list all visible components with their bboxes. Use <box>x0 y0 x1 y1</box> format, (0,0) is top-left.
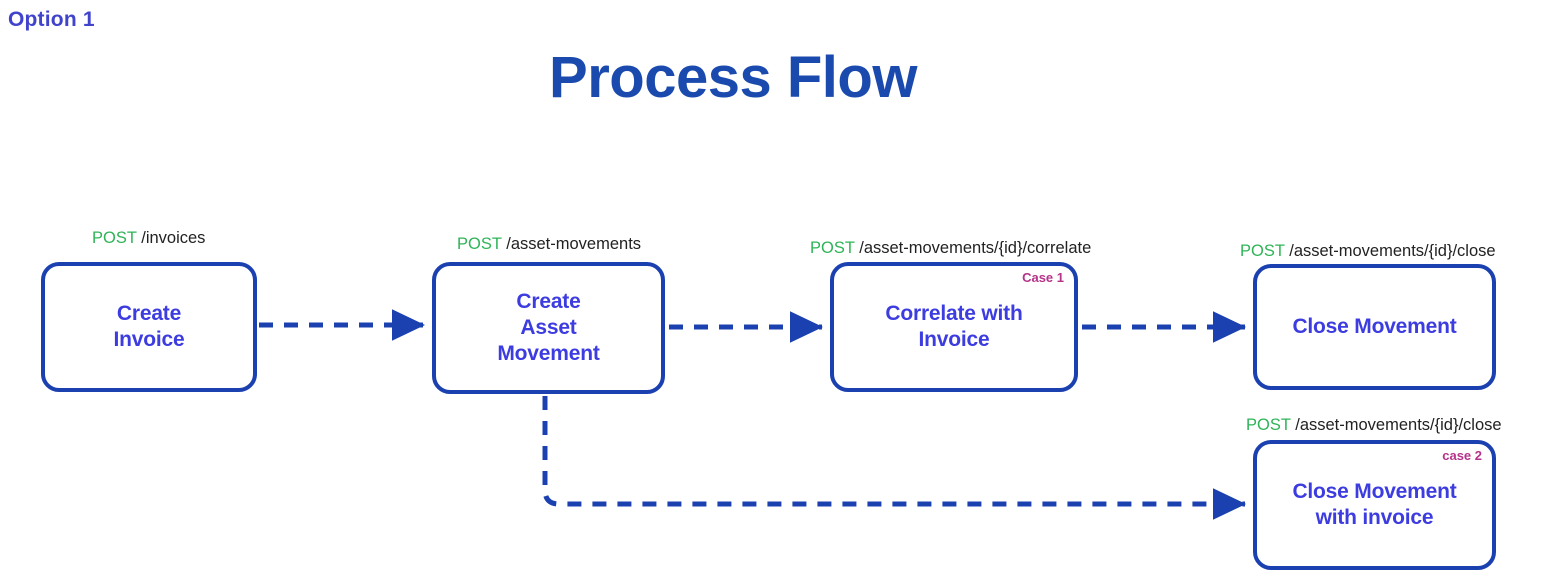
node-label: Close Movement with invoice <box>1284 479 1464 531</box>
node-label: Create Asset Movement <box>489 289 607 367</box>
http-verb: POST <box>810 239 855 257</box>
status-badge-case-1: Case 1 <box>1022 270 1064 285</box>
node-label-line-1: Close Movement <box>1292 479 1457 503</box>
node-create-invoice[interactable]: Create Invoice <box>41 262 257 392</box>
node-label-line-1: Close Movement <box>1292 314 1457 338</box>
endpoint-label-close-movement: POST /asset-movements/{id}/close <box>1240 242 1496 261</box>
node-label: Correlate with Invoice <box>877 301 1030 353</box>
endpoint-label-create-invoice: POST /invoices <box>92 229 205 248</box>
http-verb: POST <box>457 235 502 253</box>
node-label-line-2: Invoice <box>113 328 185 351</box>
http-verb: POST <box>92 229 137 247</box>
http-verb: POST <box>1240 242 1285 260</box>
endpoint-label-create-asset-movement: POST /asset-movements <box>457 235 641 254</box>
node-label-line-2: Invoice <box>918 328 990 351</box>
endpoint-path: /asset-movements/{id}/close <box>1295 416 1502 434</box>
endpoint-path: /invoices <box>141 229 206 247</box>
node-label-line-1: Correlate with <box>885 301 1023 325</box>
page-title: Process Flow <box>549 45 917 110</box>
node-create-asset-movement[interactable]: Create Asset Movement <box>432 262 665 394</box>
node-close-movement[interactable]: Close Movement <box>1253 264 1496 390</box>
endpoint-path: /asset-movements/{id}/correlate <box>859 239 1092 257</box>
node-close-movement-with-invoice[interactable]: case 2 Close Movement with invoice <box>1253 440 1496 570</box>
http-verb: POST <box>1246 416 1291 434</box>
node-correlate-with-invoice[interactable]: Case 1 Correlate with Invoice <box>830 262 1078 392</box>
endpoint-label-close-movement-with-invoice: POST /asset-movements/{id}/close <box>1246 416 1502 435</box>
node-label: Create Invoice <box>106 301 193 353</box>
node-label-line-2: Asset <box>520 315 577 339</box>
node-label-line-1: Create <box>116 301 182 325</box>
endpoint-path: /asset-movements <box>506 235 642 253</box>
node-label-line-1: Create <box>516 289 581 313</box>
node-label-line-3: Movement <box>497 342 600 366</box>
edge-create-asset-movement-to-close-with-invoice <box>542 396 1246 520</box>
status-badge-case-2: case 2 <box>1442 448 1482 463</box>
node-label-line-2: with invoice <box>1315 506 1434 529</box>
node-label: Close Movement <box>1284 314 1464 340</box>
option-label: Option 1 <box>8 8 95 31</box>
endpoint-path: /asset-movements/{id}/close <box>1289 242 1496 260</box>
endpoint-label-correlate-with-invoice: POST /asset-movements/{id}/correlate <box>810 239 1091 258</box>
